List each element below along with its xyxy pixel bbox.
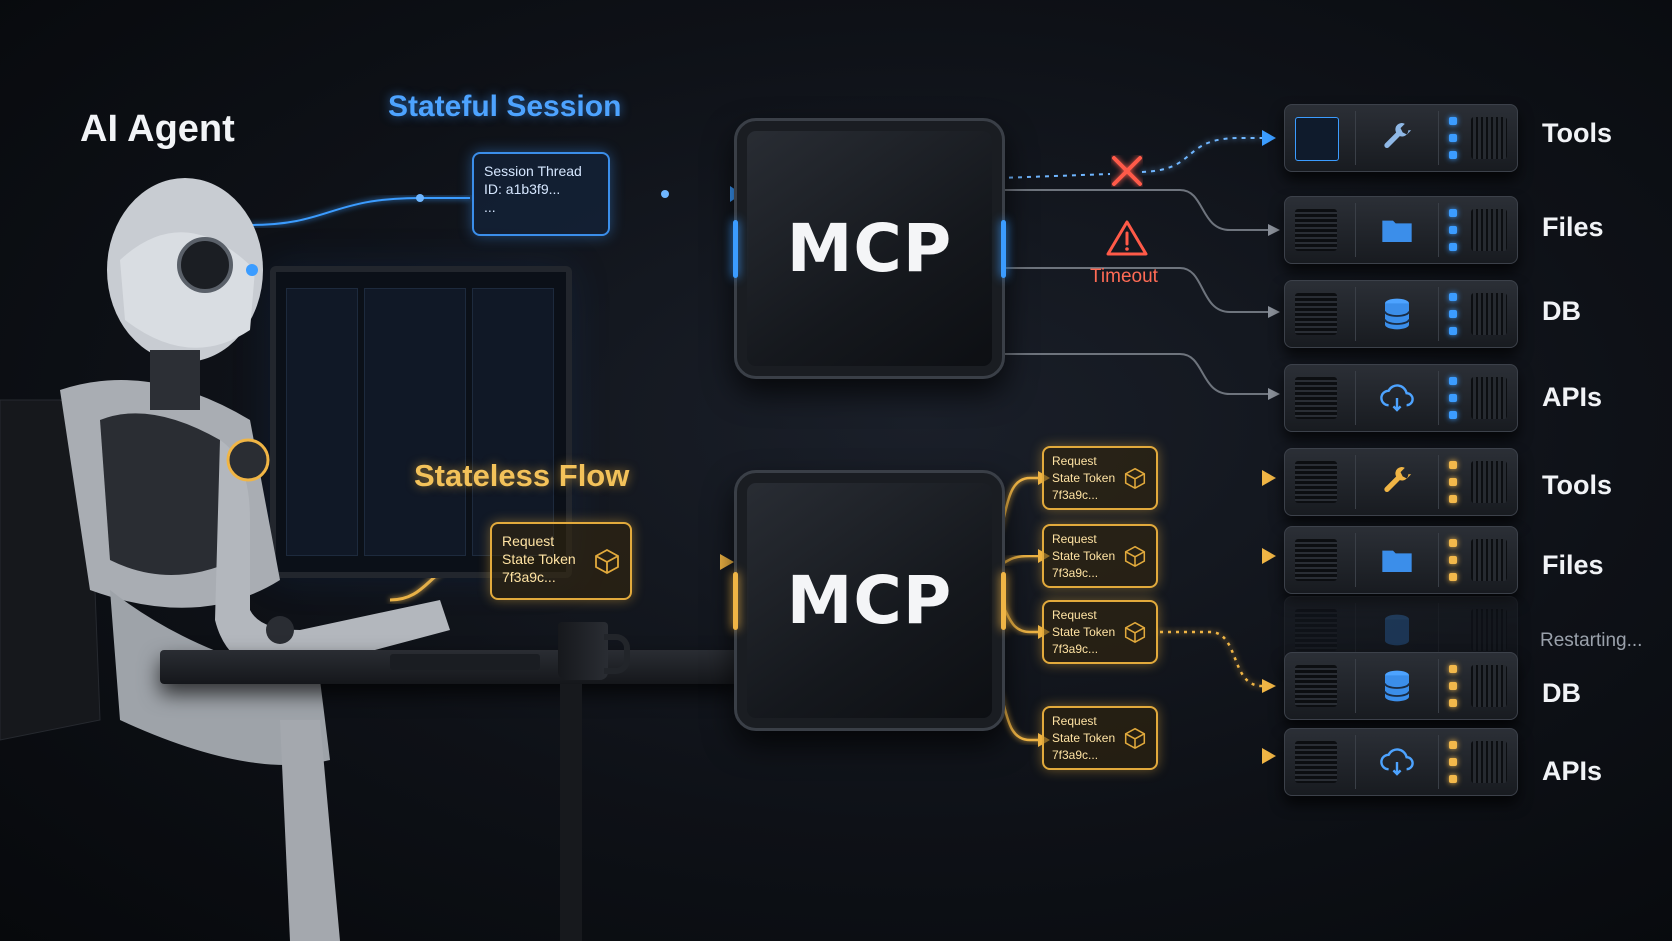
token-card-apis: Request State Token 7f3a9c... bbox=[1042, 706, 1158, 770]
stateful-server-label-apis: APIs bbox=[1542, 382, 1603, 412]
token-card-line: State Token bbox=[1052, 625, 1116, 639]
keyboard bbox=[390, 654, 540, 670]
server-files-stateful bbox=[1284, 196, 1518, 264]
token-card-line: State Token bbox=[1052, 731, 1116, 745]
token-to-db-line bbox=[1160, 630, 1263, 688]
tools-arrow-top bbox=[1262, 130, 1276, 146]
mcp-stateful-box: MCP bbox=[733, 118, 1006, 379]
wrench-icon bbox=[1384, 467, 1412, 492]
mcp-stateless-label: MCP bbox=[786, 562, 953, 639]
session-card-line-1: Session Thread bbox=[484, 163, 582, 179]
stateless-server-label-db: DB bbox=[1542, 678, 1581, 708]
database-icon bbox=[1385, 614, 1409, 646]
token-card-tools: Request State Token 7f3a9c... bbox=[1042, 446, 1158, 510]
mcp-stateless-box: MCP bbox=[733, 470, 1006, 731]
database-icon bbox=[1384, 670, 1410, 702]
token-card-line: State Token bbox=[1052, 471, 1116, 485]
stateful-server-label-tools: Tools bbox=[1542, 118, 1612, 148]
token-card-line: Request bbox=[1052, 608, 1097, 622]
files-arrow-bottom bbox=[1262, 548, 1276, 564]
token-card-db: Request State Token 7f3a9c... bbox=[1042, 600, 1158, 664]
wrench-icon bbox=[1384, 123, 1412, 148]
stateful-server-label-files: Files bbox=[1542, 212, 1604, 242]
token-card-line: Request bbox=[1052, 714, 1097, 728]
server-files-stateless bbox=[1284, 526, 1518, 594]
mcp-to-apis-line bbox=[1000, 353, 1268, 395]
folder-icon bbox=[1382, 220, 1412, 242]
stateless-server-label-tools: Tools bbox=[1542, 470, 1612, 500]
server-tools-stateless bbox=[1284, 448, 1518, 516]
request-card-line-3: 7f3a9c... bbox=[502, 569, 556, 585]
token-card-line: Request bbox=[1052, 532, 1097, 546]
cloud-sync-icon bbox=[1380, 384, 1414, 412]
apis-arrow-bottom bbox=[1262, 748, 1276, 764]
agent-to-session-dot bbox=[416, 194, 424, 202]
agent-title: AI Agent bbox=[80, 108, 235, 150]
robot-agent-illustration bbox=[0, 178, 450, 941]
token-card-line: State Token bbox=[1052, 549, 1116, 563]
db-arrow-bottom bbox=[1262, 679, 1276, 693]
server-apis-stateful bbox=[1284, 364, 1518, 432]
stateless-server-label-files: Files bbox=[1542, 550, 1604, 580]
restarting-label: Restarting... bbox=[1540, 630, 1643, 651]
tools-arrow-bottom bbox=[1262, 470, 1276, 486]
session-to-mcp-dot bbox=[661, 190, 669, 198]
timeout-label: Timeout bbox=[1090, 266, 1158, 287]
cube-icon bbox=[1124, 545, 1146, 567]
mcp-to-files-line bbox=[1000, 189, 1268, 231]
request-card-line-2: State Token bbox=[502, 551, 576, 567]
stateful-session-title: Stateful Session bbox=[388, 90, 622, 123]
mcp-stateful-label: MCP bbox=[786, 210, 953, 287]
database-icon bbox=[1384, 298, 1410, 330]
cube-icon bbox=[1124, 727, 1146, 749]
cube-icon bbox=[1124, 467, 1146, 489]
token-card-line: Request bbox=[1052, 454, 1097, 468]
mcp-to-db-line bbox=[1000, 267, 1268, 313]
coffee-mug-handle bbox=[604, 634, 630, 674]
server-apis-stateless bbox=[1284, 728, 1518, 796]
files-arrow-top bbox=[1268, 224, 1280, 236]
stateful-server-label-db: DB bbox=[1542, 296, 1581, 326]
db-arrow-top bbox=[1268, 306, 1280, 318]
token-card-line: 7f3a9c... bbox=[1052, 748, 1099, 762]
request-card-line-1: Request bbox=[502, 533, 555, 549]
server-tools-stateful bbox=[1284, 104, 1518, 172]
stateless-server-label-apis: APIs bbox=[1542, 756, 1603, 786]
server-db-stateful bbox=[1284, 280, 1518, 348]
mcp-to-tools-failed-line bbox=[999, 173, 1111, 179]
request-token-card: Request State Token 7f3a9c... bbox=[490, 522, 632, 600]
session-thread-card: Session Thread ID: a1b3f9... ... bbox=[472, 152, 610, 236]
cloud-sync-icon bbox=[1380, 748, 1414, 776]
apis-arrow-top bbox=[1268, 388, 1280, 400]
folder-icon bbox=[1382, 550, 1412, 572]
coffee-mug bbox=[558, 622, 608, 680]
cube-icon bbox=[595, 548, 619, 574]
session-card-line-2: ID: a1b3f9... bbox=[484, 181, 561, 197]
warning-icon bbox=[1106, 220, 1148, 256]
session-card-line-3: ... bbox=[484, 199, 496, 215]
stateless-flow-title: Stateless Flow bbox=[414, 458, 630, 493]
token-card-files: Request State Token 7f3a9c... bbox=[1042, 524, 1158, 588]
token-card-line: 7f3a9c... bbox=[1052, 642, 1099, 656]
cube-icon bbox=[1124, 621, 1146, 643]
failure-x-icon bbox=[1112, 156, 1142, 186]
server-db-stateless bbox=[1284, 652, 1518, 720]
agent-to-session-line bbox=[249, 197, 470, 226]
token-card-line: 7f3a9c... bbox=[1052, 566, 1099, 580]
mcp-to-tools-failed-line-2 bbox=[1141, 137, 1262, 173]
request-to-mcp-arrow bbox=[720, 554, 734, 570]
desk-leg bbox=[560, 684, 582, 941]
token-card-line: 7f3a9c... bbox=[1052, 488, 1099, 502]
